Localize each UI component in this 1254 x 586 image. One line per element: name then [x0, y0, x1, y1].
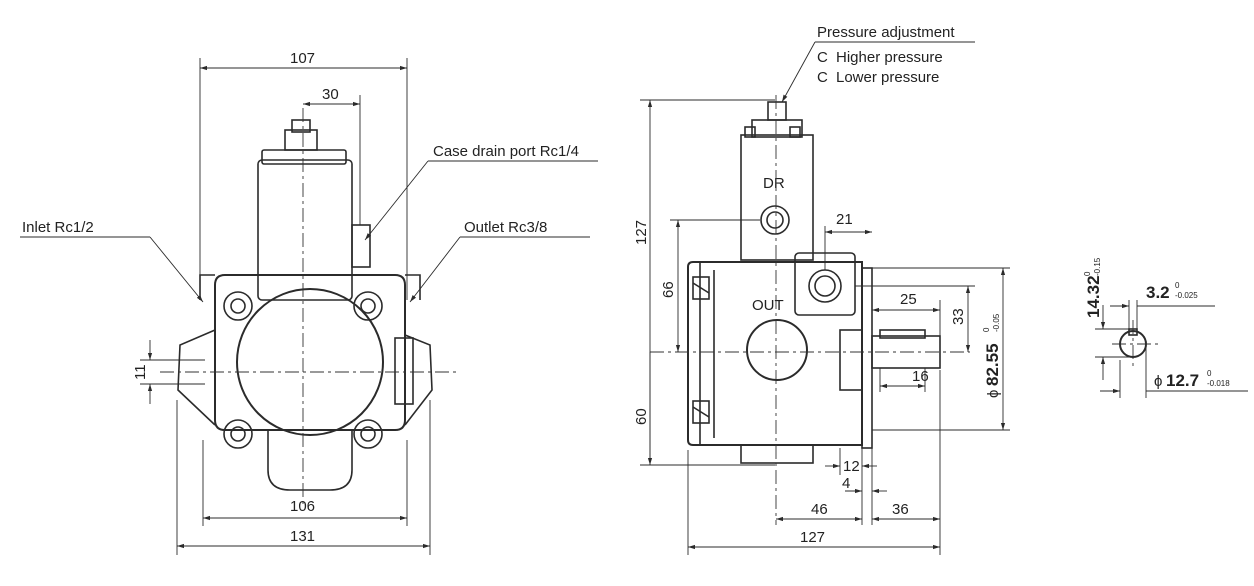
- shaft-detail: 14.32 0 -0.15 3.2 0 -0.025 ϕ 12.7 0 -0.0…: [1083, 257, 1248, 398]
- valve-body-side: [740, 134, 814, 261]
- outlet-port: [808, 269, 842, 303]
- front-view: 107 30 11 106 131 Case drain port Rc1/4 …: [20, 50, 598, 555]
- pump-body-side: [687, 261, 863, 446]
- dim-dia-82-55: ϕ 82.55 0 -0.05: [982, 313, 1002, 398]
- dim-106: 106: [290, 498, 315, 515]
- pump-body: [214, 274, 406, 431]
- main-bore: [236, 288, 384, 436]
- svg-text:82.55: 82.55: [983, 343, 1002, 386]
- label-out: OUT: [752, 297, 784, 314]
- valve-body: [257, 159, 353, 301]
- dr-port: [760, 205, 790, 235]
- adjust-screw: [767, 101, 787, 121]
- svg-text:14.32: 14.32: [1084, 275, 1103, 318]
- dim-30: 30: [322, 86, 339, 103]
- adjust-nut: [284, 129, 318, 151]
- dim-46: 46: [811, 501, 828, 518]
- svg-text:0: 0: [1083, 271, 1092, 276]
- dim-4: 4: [842, 475, 850, 492]
- dim-66: 66: [660, 281, 677, 298]
- dim-21: 21: [836, 211, 853, 228]
- dim-3-2: 3.2: [1146, 283, 1170, 302]
- svg-text:-0.05: -0.05: [992, 313, 1001, 332]
- bolt: [353, 291, 383, 321]
- label-higher-pressure: Higher pressure: [836, 49, 943, 66]
- higher-symbol: C: [817, 49, 828, 66]
- dim-60: 60: [633, 408, 650, 425]
- dim-11: 11: [132, 364, 149, 380]
- out-port: [746, 319, 808, 381]
- shaft: [871, 335, 941, 369]
- dim-3-2-tol-lower: -0.025: [1175, 291, 1198, 300]
- bolt: [353, 419, 383, 449]
- side-view: DR OUT Pressure adjustment C Higher pres…: [633, 24, 1010, 555]
- dim-12-7-tol-upper: 0: [1207, 369, 1212, 378]
- bolt: [223, 291, 253, 321]
- label-case-drain: Case drain port Rc1/4: [433, 143, 579, 160]
- dim-127-width: 127: [800, 529, 825, 546]
- label-outlet: Outlet Rc3/8: [464, 219, 547, 236]
- lower-symbol: C: [817, 69, 828, 86]
- dim-14-32: 14.32 0 -0.15: [1083, 257, 1103, 318]
- dim-12-7-tol-lower: -0.018: [1207, 379, 1230, 388]
- dim-131: 131: [290, 528, 315, 545]
- svg-text:0: 0: [982, 327, 991, 332]
- dim-25: 25: [900, 291, 917, 308]
- dim-36: 36: [892, 501, 909, 518]
- dia-shaft-prefix: ϕ: [1154, 373, 1162, 390]
- label-inlet: Inlet Rc1/2: [22, 219, 94, 236]
- bolt: [223, 419, 253, 449]
- dim-dia-12-7: 12.7: [1166, 371, 1199, 390]
- svg-text:ϕ: ϕ: [985, 390, 1002, 398]
- dim-3-2-tol-upper: 0: [1175, 281, 1180, 290]
- dim-16: 16: [912, 368, 929, 385]
- dim-127-height: 127: [633, 220, 650, 245]
- dim-33: 33: [950, 308, 967, 325]
- label-pressure-adjustment: Pressure adjustment: [817, 24, 955, 41]
- dim-12: 12: [843, 458, 860, 475]
- svg-text:-0.15: -0.15: [1093, 257, 1102, 276]
- dim-107: 107: [290, 50, 315, 67]
- label-lower-pressure: Lower pressure: [836, 69, 939, 86]
- label-dr: DR: [763, 175, 785, 192]
